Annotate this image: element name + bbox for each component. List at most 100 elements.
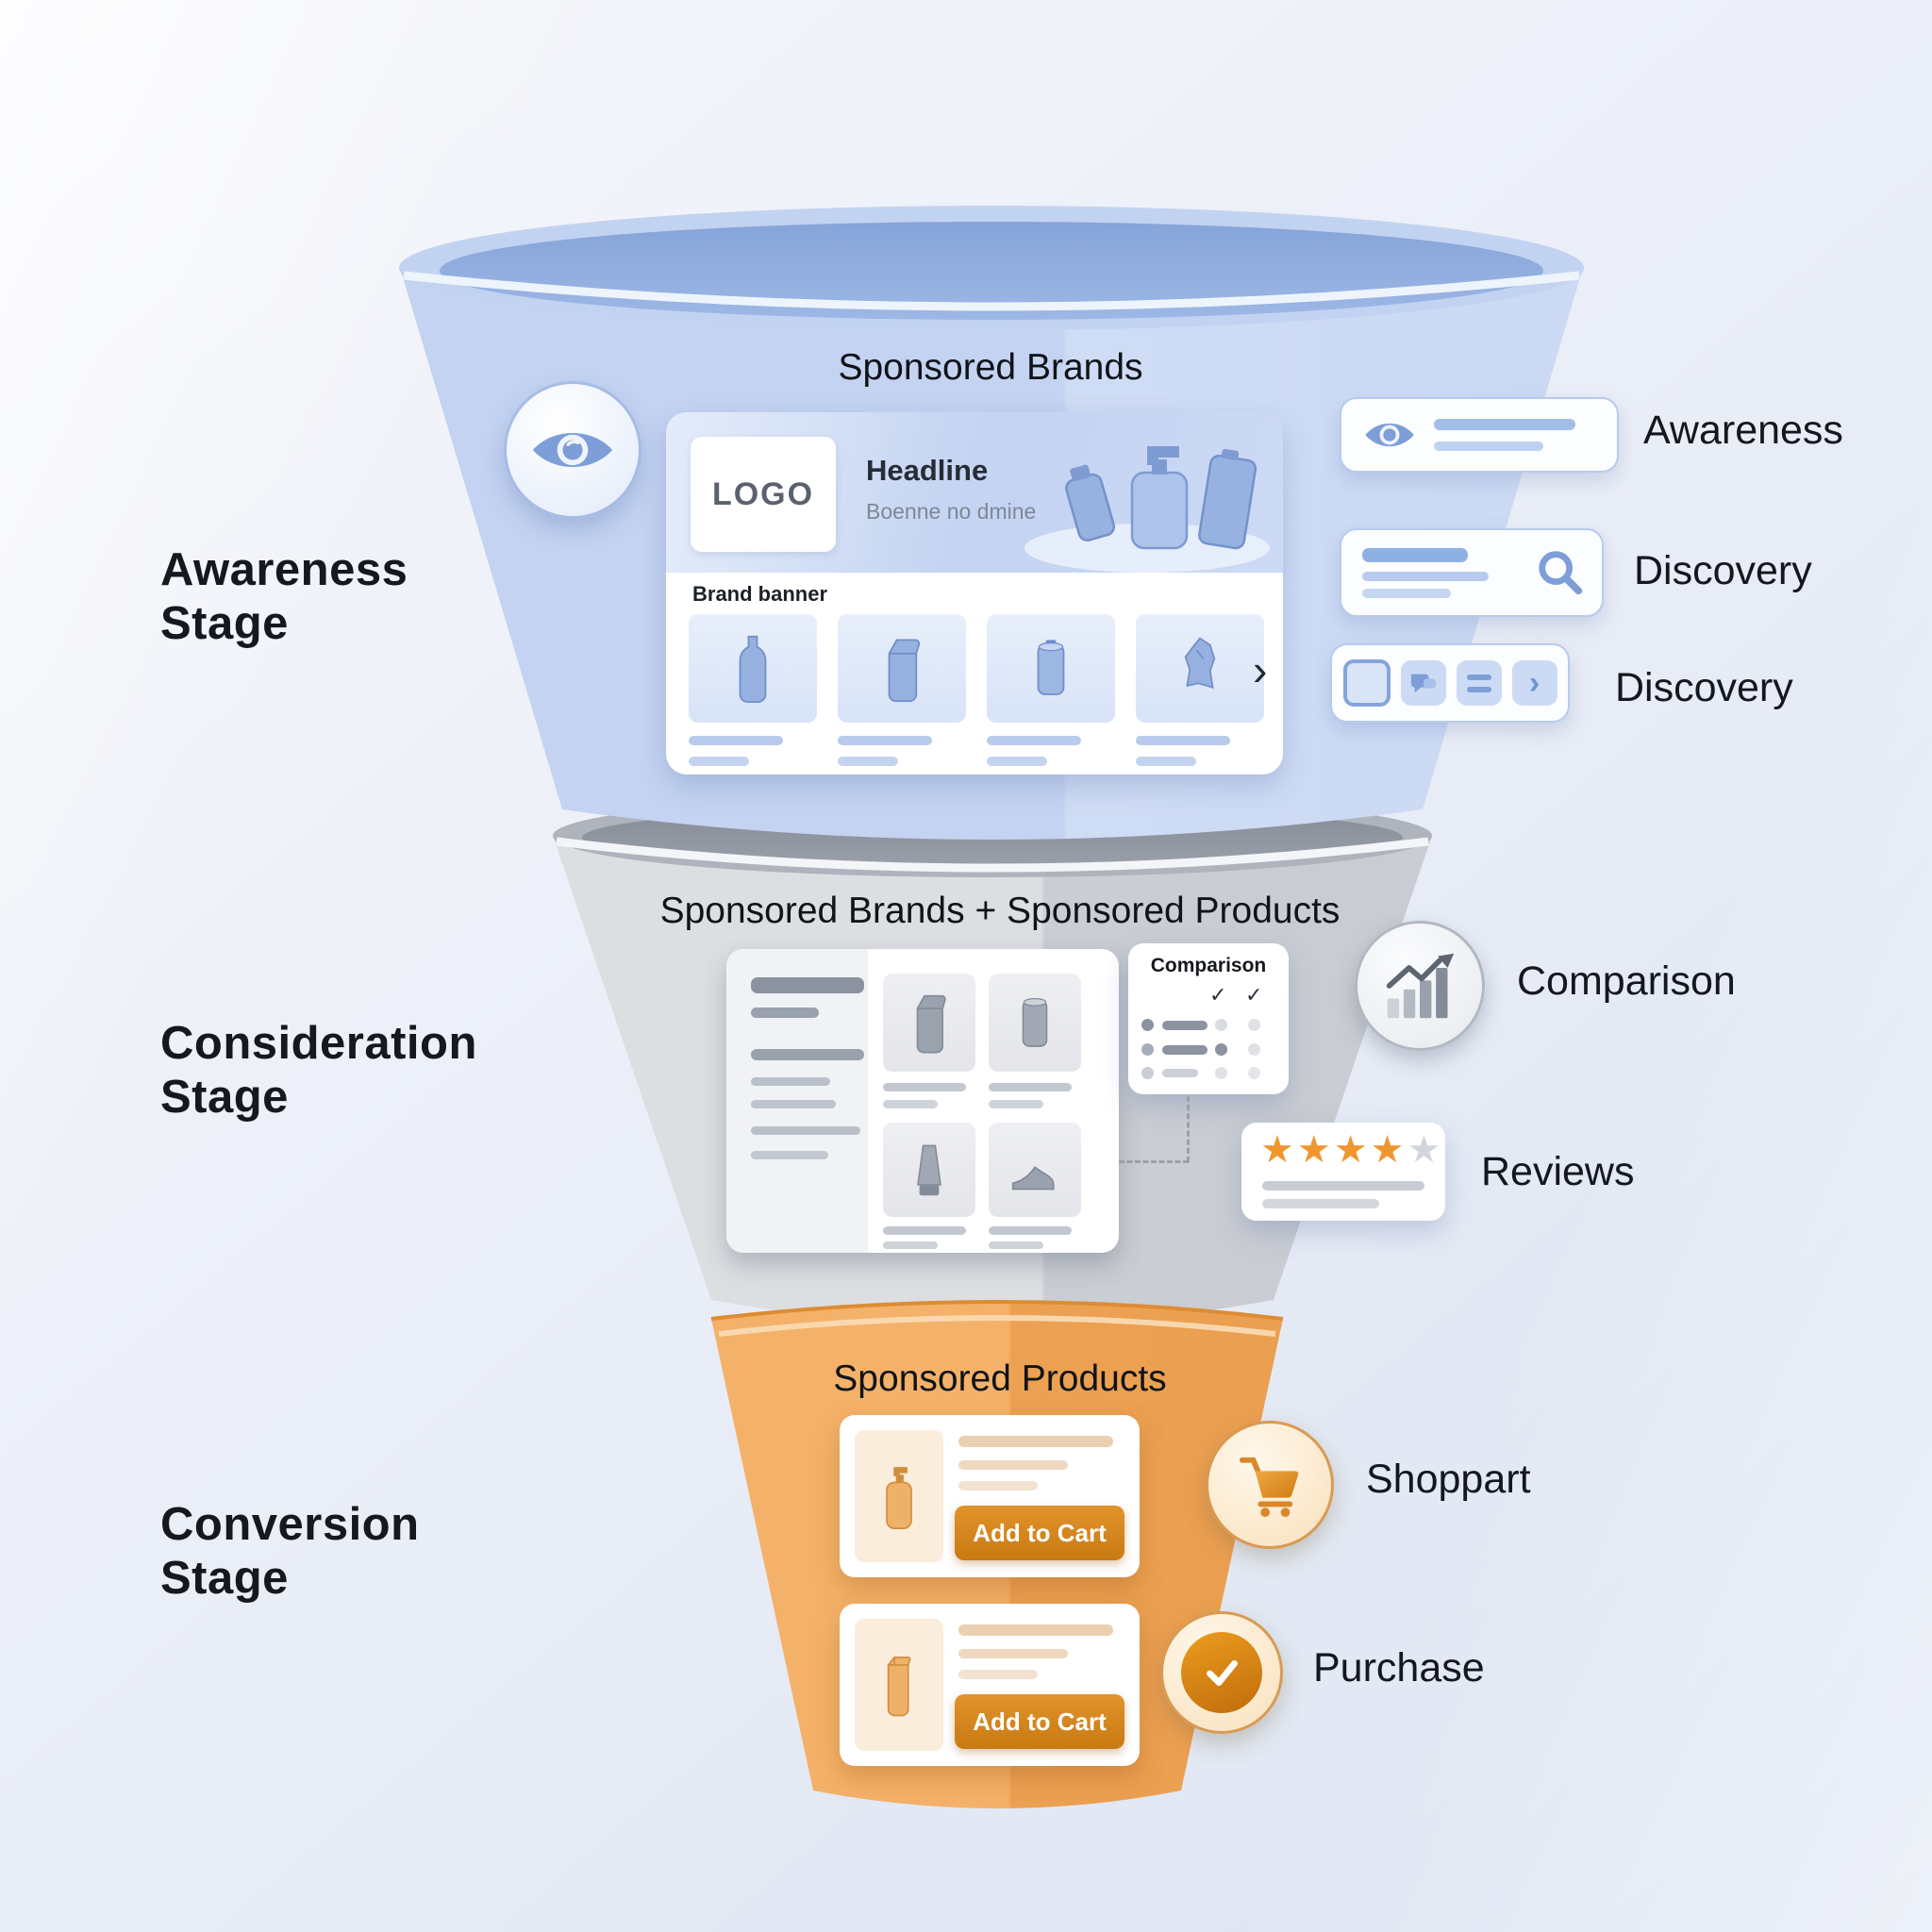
text-line (883, 1100, 938, 1108)
text-line (1262, 1181, 1424, 1191)
cell-dot (1248, 1043, 1260, 1056)
check-mark: ✓ (1245, 983, 1263, 1007)
purchase-badge (1160, 1611, 1283, 1734)
cart-badge (1206, 1421, 1334, 1549)
check-circle (1181, 1632, 1262, 1713)
shoe-icon (1011, 1166, 1055, 1191)
title-sponsored-brands-products: Sponsored Brands + Sponsored Products (659, 891, 1341, 931)
text-line (989, 1083, 1072, 1091)
carousel-next-chevron-icon[interactable]: › (1253, 645, 1268, 694)
pouch-icon (888, 639, 921, 702)
text-line (1262, 1199, 1379, 1208)
cell-dot (1215, 1019, 1227, 1031)
cell-dot (1248, 1019, 1260, 1031)
text-line (1136, 736, 1230, 745)
text-line (958, 1436, 1113, 1447)
tube-icon (917, 1144, 941, 1196)
text-line (1362, 547, 1468, 562)
callout-label-cart: Shoppart (1366, 1457, 1531, 1502)
text-line (883, 1241, 938, 1249)
text-line (987, 757, 1047, 766)
text-line (989, 1100, 1043, 1108)
ad-headline: Headline (866, 454, 989, 487)
row-line (1162, 1021, 1208, 1030)
wrapper-icon (1184, 636, 1216, 689)
eye-icon (532, 433, 613, 467)
result-tile (989, 974, 1081, 1072)
reviews-card: ★★★★★ (1241, 1123, 1445, 1221)
callout-chip-discovery-search (1340, 528, 1604, 617)
text-line (958, 1670, 1038, 1679)
add-to-cart-button[interactable]: Add to Cart (955, 1694, 1124, 1749)
sponsored-product-card: Add to Cart (840, 1604, 1140, 1766)
row-line (1162, 1069, 1198, 1077)
text-line (751, 1049, 864, 1060)
text-line (751, 1100, 836, 1108)
callout-label-comparison: Comparison (1517, 958, 1736, 1004)
text-line (751, 1126, 860, 1135)
star-empty: ★ (1407, 1129, 1444, 1171)
awareness-eye-badge (504, 381, 641, 519)
callout-label-awareness: Awareness (1643, 408, 1843, 453)
callout-chip-discovery-browse: › (1330, 643, 1570, 723)
text-line (689, 757, 749, 766)
result-tile (883, 1123, 975, 1217)
result-tile (883, 974, 975, 1072)
chevron-right-icon: › (1511, 660, 1557, 706)
cell-dot (1215, 1067, 1227, 1079)
carton-icon (887, 1656, 911, 1717)
product-image-box (855, 1430, 943, 1562)
list-lines-icon (1456, 660, 1502, 706)
text-line (689, 736, 783, 745)
sponsored-product-card: Add to Cart (840, 1415, 1140, 1577)
text-line (883, 1083, 966, 1091)
cell-dot (1248, 1067, 1260, 1079)
text-line (1434, 419, 1575, 430)
row-line (1162, 1045, 1208, 1055)
text-line (1362, 571, 1489, 581)
callout-label-purchase: Purchase (1313, 1645, 1485, 1690)
can-icon (1022, 997, 1048, 1047)
text-line (987, 736, 1081, 745)
callout-label-reviews: Reviews (1481, 1149, 1635, 1194)
stars-filled: ★★★★ (1260, 1129, 1407, 1171)
product-tile (1136, 614, 1264, 723)
search-icon (1539, 551, 1583, 595)
comparison-card: Comparison ✓ ✓ (1128, 943, 1289, 1094)
text-line (958, 1460, 1068, 1470)
check-icon (1207, 1659, 1238, 1686)
label-consideration-stage: Consideration Stage (160, 1018, 477, 1123)
bottle-icon (739, 635, 767, 703)
product-tile (689, 614, 817, 723)
text-line (958, 1481, 1038, 1491)
text-line (989, 1226, 1072, 1235)
brand-logo-text: LOGO (711, 475, 815, 512)
result-tile (989, 1123, 1081, 1217)
brand-banner-hero: LOGO Headline Boenne no dmine (666, 412, 1283, 573)
ad-subtext: Boenne no dmine (866, 499, 1037, 524)
row-dot (1141, 1043, 1154, 1056)
product-tile (987, 614, 1115, 723)
chat-bubble-icon (1400, 660, 1446, 706)
cell-dot (1215, 1043, 1227, 1056)
callout-chip-awareness (1340, 397, 1619, 473)
connector-dashed-vertical (1187, 1096, 1190, 1162)
comparison-card-title: Comparison (1150, 955, 1267, 976)
hero-product-bottles (1065, 446, 1257, 550)
text-line (751, 1151, 828, 1159)
callout-label-discovery-1: Discovery (1634, 548, 1812, 593)
eye-icon (1365, 423, 1414, 447)
pouch-icon (916, 994, 946, 1054)
product-image-box (855, 1619, 943, 1751)
text-line (958, 1624, 1113, 1636)
text-line (989, 1241, 1043, 1249)
text-line (751, 1008, 819, 1018)
text-line (751, 1077, 830, 1086)
callout-label-discovery-2: Discovery (1615, 665, 1793, 710)
text-line (1362, 588, 1451, 598)
row-dot (1141, 1019, 1154, 1031)
search-results-card (726, 949, 1119, 1253)
add-to-cart-button[interactable]: Add to Cart (955, 1506, 1124, 1560)
star-rating: ★★★★★ (1260, 1128, 1443, 1172)
product-tile (838, 614, 966, 723)
